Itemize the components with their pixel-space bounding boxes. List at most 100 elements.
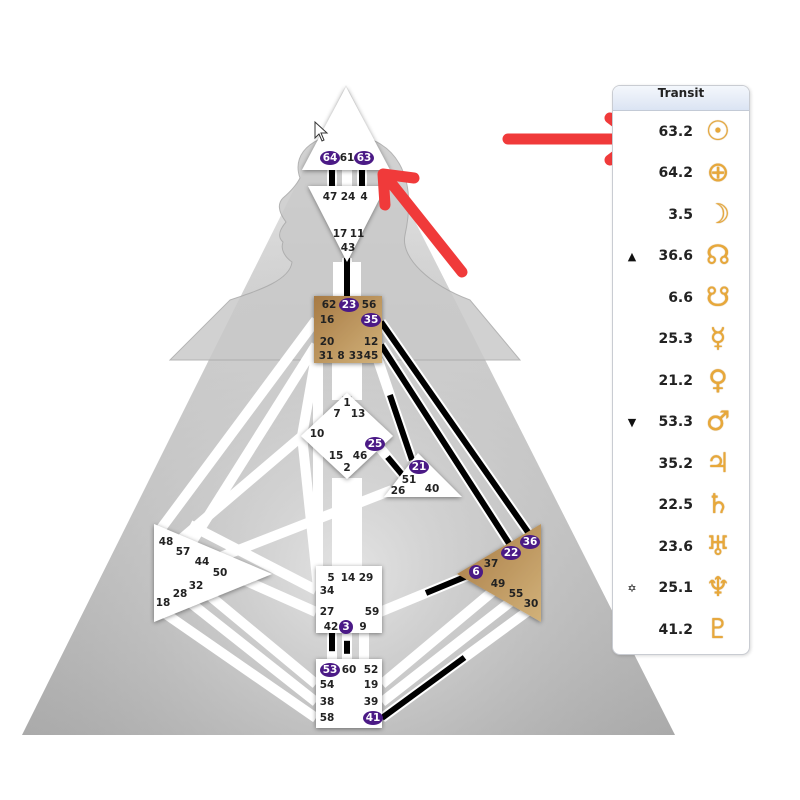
transit-row-mercury[interactable]: 25.3 ☿ (613, 319, 749, 361)
gate-32[interactable]: 32 (189, 580, 204, 592)
gate-23[interactable]: 23 (342, 299, 357, 311)
gate-30[interactable]: 30 (524, 598, 539, 610)
gate-28[interactable]: 28 (173, 588, 188, 600)
gate-13[interactable]: 13 (351, 408, 366, 420)
gate-18[interactable]: 18 (156, 597, 171, 609)
active-gate-marker (409, 460, 429, 474)
gate-40[interactable]: 40 (425, 483, 440, 495)
gate-37[interactable]: 37 (484, 558, 499, 570)
gate-54[interactable]: 54 (320, 679, 335, 691)
sun-icon: ☉ (705, 115, 731, 147)
gate-16[interactable]: 16 (320, 314, 335, 326)
gate-9[interactable]: 9 (359, 621, 366, 633)
gate-36[interactable]: 36 (523, 536, 538, 548)
gate-59[interactable]: 59 (365, 606, 380, 618)
red-arrow-diagonal (377, 168, 468, 278)
gate-64[interactable]: 64 (323, 152, 338, 164)
transit-row-saturn[interactable]: 22.5♄ (613, 485, 749, 527)
transit-row-pluto[interactable]: 41.2♇ (613, 609, 749, 651)
marker-icon: ✡ (627, 581, 637, 595)
active-gate-marker (354, 151, 374, 165)
gate-46[interactable]: 46 (353, 450, 368, 462)
gate-63[interactable]: 63 (357, 152, 372, 164)
head-center[interactable] (302, 87, 390, 170)
transit-value: 23.6 (658, 538, 693, 555)
gate-33[interactable]: 33 (349, 350, 364, 362)
gate-1[interactable]: 1 (343, 397, 350, 409)
transit-row-uranus[interactable]: 23.6♅ (613, 526, 749, 568)
gate-17[interactable]: 17 (333, 228, 348, 240)
gate-7[interactable]: 7 (333, 408, 340, 420)
gate-42[interactable]: 42 (324, 621, 339, 633)
gate-60[interactable]: 60 (342, 664, 357, 676)
gate-61[interactable]: 61 (340, 152, 355, 164)
gate-2[interactable]: 2 (343, 462, 350, 474)
g-center[interactable] (301, 393, 393, 479)
gate-14[interactable]: 14 (341, 572, 356, 584)
gate-11[interactable]: 11 (350, 228, 365, 240)
transit-row-jupiter[interactable]: 35.2♃ (613, 443, 749, 485)
gate-19[interactable]: 19 (364, 679, 379, 691)
ajna-center[interactable] (308, 186, 386, 262)
gate-10[interactable]: 10 (310, 428, 325, 440)
venus-icon: ♀ (708, 364, 728, 396)
gate-52[interactable]: 52 (364, 664, 379, 676)
transit-row-mars[interactable]: ▼53.3♂ (613, 402, 749, 444)
gate-12[interactable]: 12 (364, 336, 379, 348)
gate-44[interactable]: 44 (195, 556, 210, 568)
gate-45[interactable]: 45 (364, 350, 379, 362)
transit-value: 25.3 (658, 331, 693, 348)
gate-53[interactable]: 53 (323, 664, 338, 676)
active-gate-marker (469, 565, 483, 579)
gate-3[interactable]: 3 (342, 621, 349, 633)
centers (154, 87, 541, 728)
channel (297, 435, 323, 589)
gate-48[interactable]: 48 (159, 536, 174, 548)
solar-plexus-center[interactable] (457, 524, 541, 622)
gate-62[interactable]: 62 (322, 299, 337, 311)
gate-56[interactable]: 56 (362, 299, 377, 311)
gate-6[interactable]: 6 (472, 566, 479, 578)
transit-row-north-node[interactable]: ▲36.6☊ (613, 236, 749, 278)
gate-58[interactable]: 58 (320, 712, 335, 724)
gate-25[interactable]: 25 (368, 438, 383, 450)
gate-34[interactable]: 34 (320, 585, 335, 597)
transit-row-venus[interactable]: 21.2♀ (613, 360, 749, 402)
gate-49[interactable]: 49 (491, 578, 506, 590)
gate-43[interactable]: 43 (341, 242, 356, 254)
gate-55[interactable]: 55 (509, 588, 524, 600)
active-gate-marker (339, 298, 359, 312)
gate-8[interactable]: 8 (337, 350, 344, 362)
gate-41[interactable]: 41 (366, 712, 381, 724)
active-gate-marker (501, 546, 521, 560)
transit-row-sun[interactable]: 63.2☉ (613, 111, 749, 153)
gate-21[interactable]: 21 (412, 461, 427, 473)
gate-29[interactable]: 29 (359, 572, 374, 584)
transit-row-moon[interactable]: 3.5☽ (613, 194, 749, 236)
heart-center[interactable] (384, 453, 462, 497)
gate-50[interactable]: 50 (213, 567, 228, 579)
gate-47[interactable]: 47 (323, 191, 338, 203)
spleen-center[interactable] (154, 524, 272, 622)
gate-15[interactable]: 15 (329, 450, 344, 462)
gate-24[interactable]: 24 (341, 191, 356, 203)
gate-35[interactable]: 35 (364, 314, 379, 326)
transit-row-earth[interactable]: 64.2⊕ (613, 153, 749, 195)
gate-4[interactable]: 4 (360, 191, 367, 203)
transit-value: 3.5 (668, 206, 693, 223)
gate-26[interactable]: 26 (391, 485, 406, 497)
transit-row-south-node[interactable]: 6.6☋ (613, 277, 749, 319)
transit-row-neptune[interactable]: ✡25.1♆ (613, 568, 749, 610)
gate-51[interactable]: 51 (402, 474, 417, 486)
gate-5[interactable]: 5 (327, 572, 334, 584)
gate-20[interactable]: 20 (320, 336, 335, 348)
gate-39[interactable]: 39 (364, 696, 379, 708)
mercury-icon: ☿ (709, 323, 727, 355)
gate-31[interactable]: 31 (319, 350, 334, 362)
transit-panel: Transit 63.2☉64.2⊕3.5☽▲36.6☊6.6☋25.3☿21.… (612, 85, 750, 655)
gate-38[interactable]: 38 (320, 696, 335, 708)
gate-22[interactable]: 22 (504, 547, 519, 559)
gate-27[interactable]: 27 (320, 606, 335, 618)
gate-57[interactable]: 57 (176, 546, 191, 558)
earth-icon: ⊕ (706, 157, 730, 189)
